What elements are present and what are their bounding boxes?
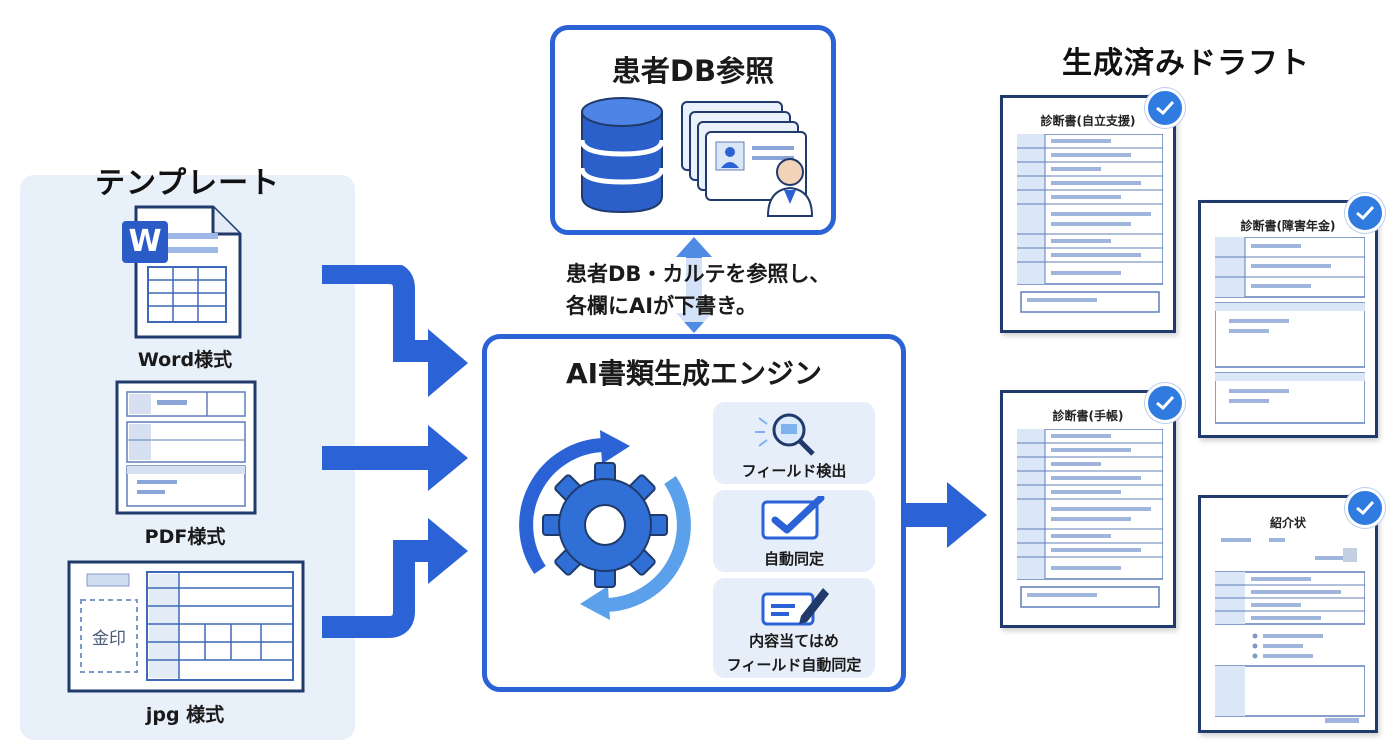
- note-line-2: 各欄にAIが下書き。: [566, 294, 758, 318]
- feature-content-fill-label-2: フィールド自動同定: [726, 656, 862, 674]
- drafts-title: 生成済みドラフト: [1062, 46, 1310, 81]
- jpg-template-icon: 金印: [67, 560, 305, 693]
- feature-content-fill: 内容当てはめ フィールド自動同定: [713, 578, 875, 678]
- magnifier-icon: [755, 413, 815, 456]
- draft-doc-shokaijo: 紹介状: [1198, 495, 1378, 733]
- template-flow-arrows: [322, 265, 468, 638]
- doctor-icon: [766, 158, 814, 217]
- feature-auto-identify-label: 自動同定: [763, 550, 824, 568]
- draft-doc-nenkin: 診断書(障害年金): [1198, 200, 1378, 438]
- jpg-label: jpg 様式: [145, 704, 225, 726]
- seal-label: 金印: [92, 629, 126, 649]
- gear-icon: [542, 462, 668, 588]
- database-icon: [579, 97, 665, 214]
- feature-content-fill-label: 内容当てはめ: [749, 632, 839, 650]
- draft-doc-techo-title: 診断書(手帳): [1052, 409, 1124, 423]
- templates-title: テンプレート: [95, 166, 281, 201]
- draft-doc-jiritsu: 診断書(自立支援): [1000, 95, 1176, 333]
- check-badge-icon: [1145, 383, 1185, 423]
- engine-title: AI書類生成エンジン: [565, 357, 823, 390]
- note-text: 患者DB・カルテを参照し、 各欄にAIが下書き。: [566, 258, 831, 322]
- patient-cards-icon: [681, 101, 807, 201]
- draft-doc-shokaijo-title: 紹介状: [1269, 516, 1306, 530]
- draft-doc-jiritsu-title: 診断書(自立支援): [1040, 114, 1136, 128]
- check-badge-icon: [1345, 193, 1385, 233]
- pdf-label: PDF様式: [144, 526, 226, 548]
- feature-field-detect: フィールド検出: [713, 402, 875, 484]
- word-letter: W: [128, 224, 162, 259]
- engine-output-arrow: [905, 482, 987, 548]
- draft-doc-nenkin-title: 診断書(障害年金): [1240, 219, 1336, 233]
- feature-auto-identify: 自動同定: [713, 490, 875, 572]
- check-badge-icon: [1345, 488, 1385, 528]
- checkmark-icon: [761, 496, 825, 540]
- word-template-icon: W: [118, 205, 248, 340]
- word-label: Word様式: [137, 349, 233, 371]
- draft-doc-techo: 診断書(手帳): [1000, 390, 1176, 628]
- pen-icon: [761, 588, 829, 626]
- check-badge-icon: [1145, 88, 1185, 128]
- note-line-1: 患者DB・カルテを参照し、: [566, 262, 831, 286]
- patient-db-illustration: [579, 97, 814, 217]
- gear-cycle-icon: [519, 430, 691, 620]
- pdf-template-icon: [115, 380, 257, 515]
- feature-field-detect-label: フィールド検出: [741, 462, 847, 480]
- patient-db-title: 患者DB参照: [611, 54, 775, 88]
